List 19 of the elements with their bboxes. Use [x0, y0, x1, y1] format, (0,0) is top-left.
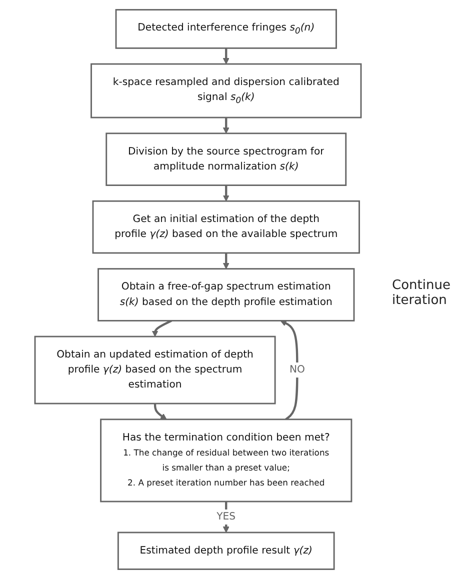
arrow [222, 502, 230, 533]
arrow [222, 48, 230, 64]
node-box: Get an initial estimation of the depth profile γ(z) based on the available spectrum [92, 200, 360, 254]
arrow [222, 118, 230, 134]
arrow [152, 320, 172, 337]
edge-label: YES [216, 510, 236, 522]
node-box: Obtain a free-of-gap spectrum estimation s(k) based on the depth profile estimation [98, 268, 355, 322]
node-box: Estimated depth profile result γ(z) [117, 532, 335, 570]
arrow [222, 252, 230, 270]
arrow [154, 404, 167, 420]
node-box: Has the termination condition been met? 1. The change of residual between two iterations is smaller than a preset value; 2. A preset iteration number has been reached [100, 418, 352, 502]
arrow [280, 320, 298, 420]
arrow [222, 185, 230, 202]
node-box: k-space resampled and dispersion calibrated signal s$_{0}$(k) [90, 63, 362, 118]
edge-label: NO [289, 364, 305, 376]
node-box: Division by the source spectrogram for amplitude normalization s(k) [106, 132, 347, 186]
note-text: Continue iteration [392, 278, 452, 308]
node-box: Obtain an updated estimation of depth profile γ(z) based on the spectrum estimation [34, 336, 276, 404]
node-box: Detected interference fringes s$_{0}$(n) [115, 9, 337, 49]
